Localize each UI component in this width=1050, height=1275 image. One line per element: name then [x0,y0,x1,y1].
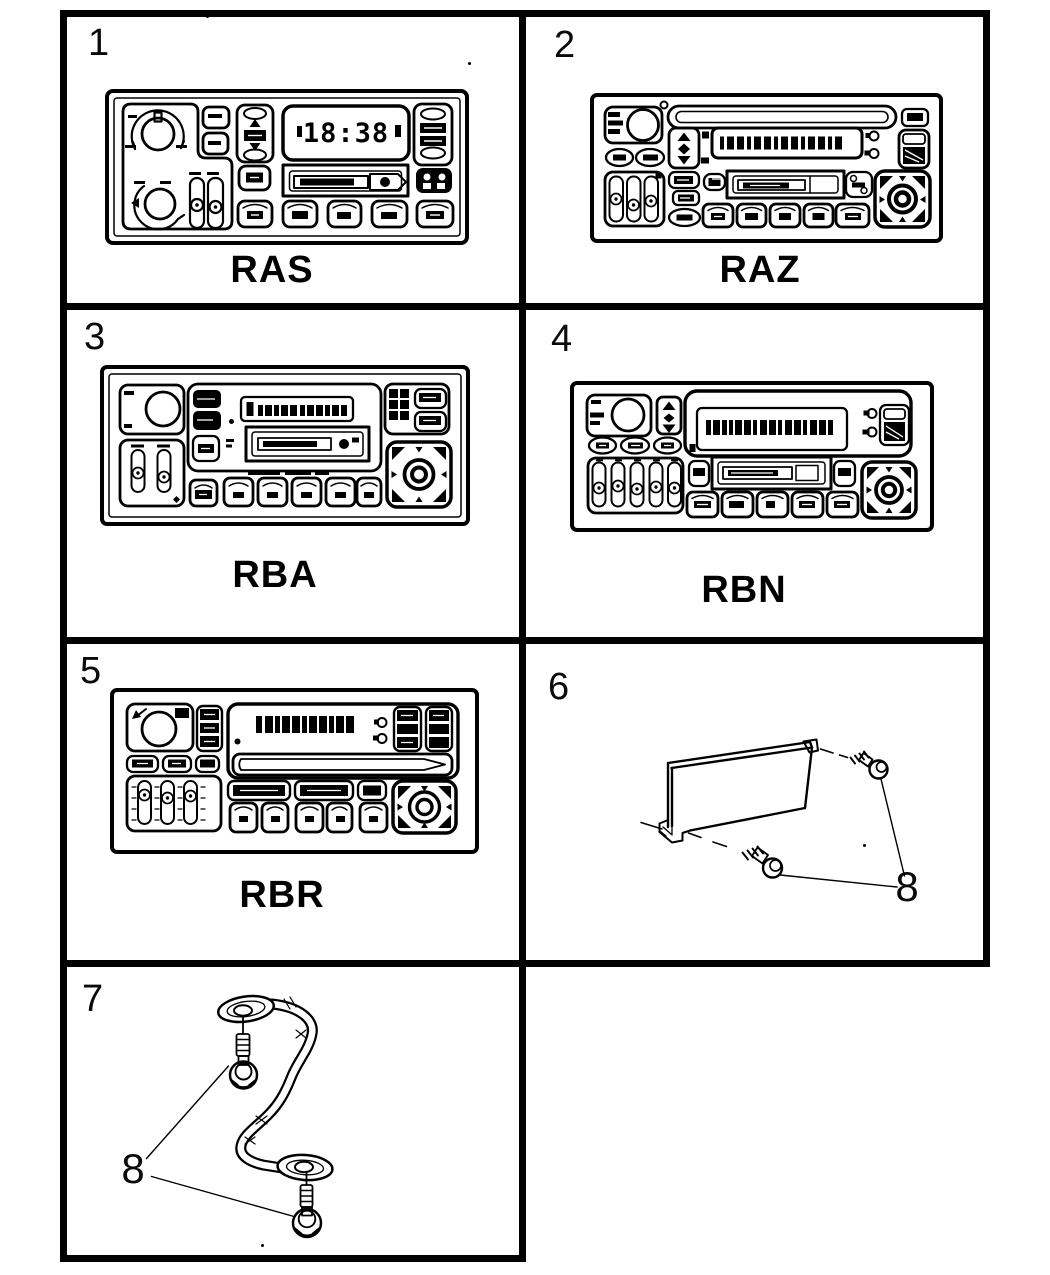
model-label-raz: RAZ [719,249,801,291]
model-label-rba: RBA [232,554,318,596]
ras-preset-button [326,199,363,229]
ras-preset-button [236,199,274,229]
radio-rba-illustration [100,365,470,526]
item-number-6: 6 [548,666,570,708]
item-number-5: 5 [80,650,102,692]
ras-cassette-slot [281,163,410,198]
rba-display [239,395,355,423]
raz-display [710,126,864,160]
scan-speckle [261,1244,264,1247]
radio-rbr-illustration [110,688,479,854]
rba-cassette-slot [244,425,371,463]
lower-screw [741,845,784,879]
rba-center-group [186,382,383,473]
screw-leader-dashes [687,748,849,848]
strap-top-eyelet [216,994,276,1024]
ras-tune-knob [143,187,177,221]
item-number-4: 4 [551,318,573,360]
rbn-dpad [860,460,918,520]
rbr-volume-knob [140,710,178,748]
rbn-cassette-slot [710,455,833,491]
model-label-ras: RAS [230,249,314,291]
ras-slider-track [188,176,206,230]
grid-divider-row1 [60,303,990,310]
grid-divider-vertical [519,10,526,1262]
ras-display [281,104,411,162]
ras-seek-group [235,103,275,164]
upper-screw [849,750,889,780]
callout-8-strap: 8 [121,1145,145,1192]
callout-8-bracket: 8 [895,863,919,910]
raz-volume-knob [626,108,660,142]
radio-raz-illustration [590,93,943,243]
rbn-display [695,406,849,452]
grid-divider-row2 [60,637,990,644]
bracket-illustration [640,738,906,888]
rbr-cd-slot [231,752,454,777]
item-number-2: 2 [554,24,576,66]
ras-volume-knob [140,116,176,152]
ras-preset-button [415,199,455,229]
ras-preset-button [370,199,409,229]
scan-speckle [863,844,866,847]
grid-border-right [983,10,990,967]
raz-cassette-slot [725,169,846,200]
model-label-rbn: RBN [701,569,787,611]
grid-border-bottom [60,1255,526,1262]
ras-preset-button [281,199,319,229]
strap-illustration [145,994,334,1239]
rba-volume-knob [144,390,182,428]
rbn-slider-panel [586,456,685,515]
radio-ras-illustration: 18:38 [105,89,469,245]
scan-speckle [468,62,471,65]
callout-leader-lines [145,1065,295,1218]
scan-speckle [206,15,209,18]
ras-right-group [412,102,454,167]
callout-leader-lines [779,778,906,888]
ras-left-panel [121,102,234,231]
rba-slider-panel [118,438,186,508]
lower-bolt [291,1172,323,1239]
rbr-dpad [391,779,458,835]
upper-bolt [228,1015,259,1090]
ras-display-readout: 18:38 [303,118,389,149]
rba-dpad [385,440,453,509]
model-label-rbr: RBR [239,874,325,916]
raz-slider-panel [603,170,666,228]
item-number-1: 1 [88,22,110,64]
strap-bottom-eyelet [276,1153,334,1182]
raz-cd-slot [666,104,898,130]
ras-slider-track [206,176,225,230]
item-number-7: 7 [82,978,104,1020]
bracket-panel [658,738,819,844]
rbr-display-group [226,702,460,780]
grid-divider-row3 [60,960,990,967]
radio-rbn-illustration [570,381,934,532]
grid-border-left [60,10,67,1262]
rbr-slider-panel [125,774,223,833]
rbn-volume-knob [610,397,646,433]
raz-dpad [873,169,932,229]
item-number-3: 3 [84,316,106,358]
